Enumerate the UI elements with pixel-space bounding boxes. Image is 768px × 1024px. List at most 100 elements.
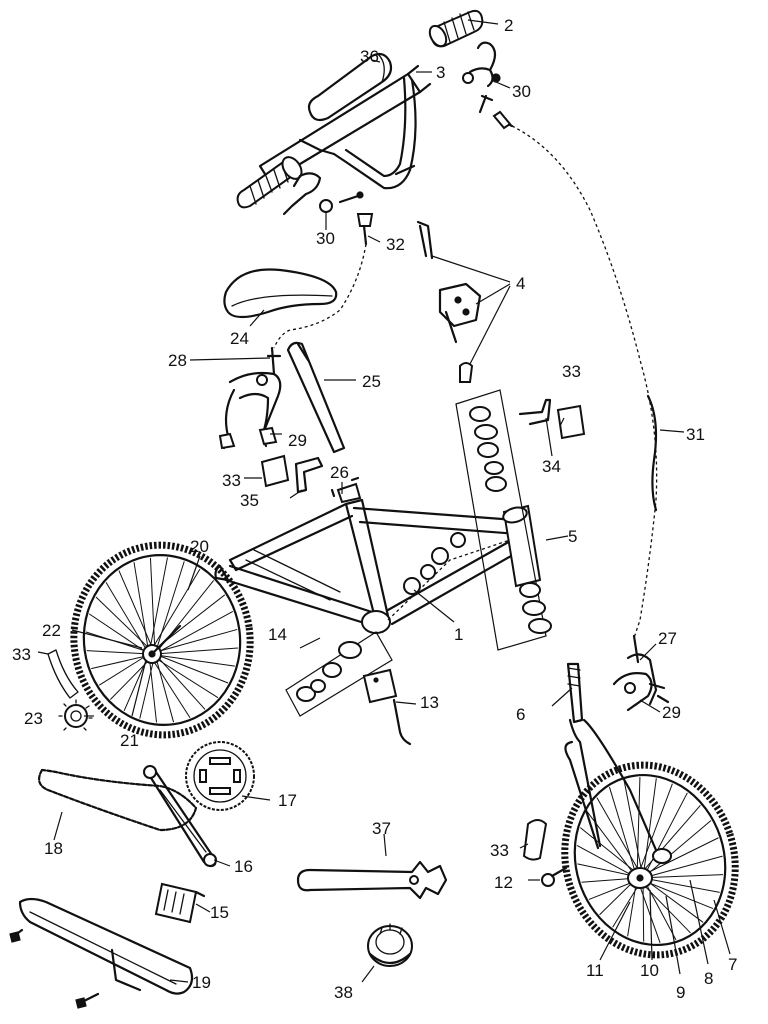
label-25: 25	[362, 372, 381, 391]
spoke	[576, 844, 638, 879]
cable-end-32	[356, 213, 374, 246]
label-17: 17	[278, 791, 297, 810]
pedal-15	[154, 882, 206, 924]
label-15: 15	[210, 903, 229, 922]
bottom-bracket-parts	[403, 532, 466, 595]
spoke	[86, 650, 150, 655]
spoke	[148, 653, 235, 667]
spoke	[148, 653, 191, 719]
label-14: 14	[268, 625, 287, 644]
saddle-24	[223, 268, 338, 319]
spoke	[154, 653, 206, 710]
spoke	[623, 780, 644, 879]
chainring-17	[185, 741, 255, 811]
spoke	[148, 653, 158, 723]
label-11: 11	[586, 961, 604, 980]
label-33-rear: 33	[222, 471, 241, 490]
brake-lever-right-30	[462, 41, 501, 114]
label-37: 37	[372, 819, 391, 838]
label-1: 1	[454, 625, 463, 644]
seat-clamp-26	[330, 476, 362, 504]
label-28: 28	[168, 351, 187, 370]
label-26: 26	[330, 463, 349, 482]
front-wheel-7	[561, 761, 739, 959]
spoke	[642, 877, 704, 923]
label-32: 32	[386, 235, 405, 254]
label-16: 16	[234, 857, 253, 876]
label-23: 23	[24, 709, 43, 728]
spoke	[154, 653, 175, 723]
seat-post-25	[286, 341, 346, 454]
spoke	[642, 877, 677, 941]
label-4: 4	[516, 274, 525, 293]
spoke	[608, 786, 638, 879]
training-wheel-38	[367, 923, 413, 967]
spoke	[118, 570, 156, 655]
frame-1	[214, 498, 542, 634]
label-10: 10	[640, 961, 659, 980]
label-30-left: 30	[316, 229, 335, 248]
label-19: 19	[192, 973, 211, 992]
chain-18	[37, 768, 198, 832]
spoke	[154, 647, 238, 655]
leader-lines	[37, 19, 731, 983]
bb-panel-14	[285, 631, 393, 717]
spoke	[105, 582, 150, 655]
label-20: 20	[190, 537, 209, 556]
rear-brake-28-29	[218, 346, 282, 450]
label-30-right: 30	[512, 82, 531, 101]
grip-left	[236, 156, 303, 209]
label-3: 3	[436, 63, 445, 82]
label-34: 34	[542, 457, 561, 476]
front-brake-27-29	[612, 634, 670, 712]
spoke	[148, 568, 201, 655]
reflector-33-rear-bracket-35	[260, 454, 324, 494]
spoke	[586, 811, 638, 879]
grip-right-2	[428, 9, 484, 48]
label-2: 2	[504, 16, 513, 35]
spoke	[642, 792, 688, 879]
part-labels: 36 2 3 30 30 32 4 24 28 25 33 31 29 34 3…	[12, 16, 737, 1002]
spoke	[133, 562, 150, 655]
label-8: 8	[704, 969, 713, 988]
spoke	[154, 561, 185, 655]
spoke	[95, 596, 156, 655]
spoke	[636, 777, 641, 879]
label-33-bracket: 33	[562, 362, 581, 381]
crank-16	[143, 765, 217, 868]
label-13: 13	[420, 693, 439, 712]
label-6: 6	[516, 705, 525, 724]
spoke	[139, 653, 156, 719]
kickstand-13	[362, 668, 412, 746]
label-24: 24	[230, 329, 249, 348]
spoke	[642, 877, 720, 893]
label-38: 38	[334, 983, 353, 1002]
label-27: 27	[658, 629, 677, 648]
label-36: 36	[360, 47, 379, 66]
spoke	[642, 855, 723, 879]
label-7: 7	[728, 955, 737, 974]
label-22: 22	[42, 621, 61, 640]
spoke	[154, 610, 234, 655]
label-33-left: 33	[12, 645, 31, 664]
headset-panel-5	[455, 389, 552, 651]
label-9: 9	[676, 983, 685, 1002]
sprocket-23	[58, 699, 93, 731]
fork-6	[564, 662, 658, 852]
chain-guard-19	[9, 897, 194, 1009]
label-18: 18	[44, 839, 63, 858]
chain-guard-33-left	[47, 649, 79, 699]
spoke	[596, 797, 644, 879]
label-35: 35	[240, 491, 259, 510]
spoke	[149, 557, 156, 655]
reflector-33-front-12	[522, 819, 568, 887]
training-bracket-37	[296, 860, 448, 900]
handlebar	[258, 64, 432, 190]
label-33-front: 33	[490, 841, 509, 860]
headset-parts-4	[416, 220, 482, 383]
label-29-rear: 29	[288, 431, 307, 450]
spoke	[148, 557, 168, 655]
spoke	[642, 820, 712, 879]
label-21: 21	[120, 731, 139, 750]
